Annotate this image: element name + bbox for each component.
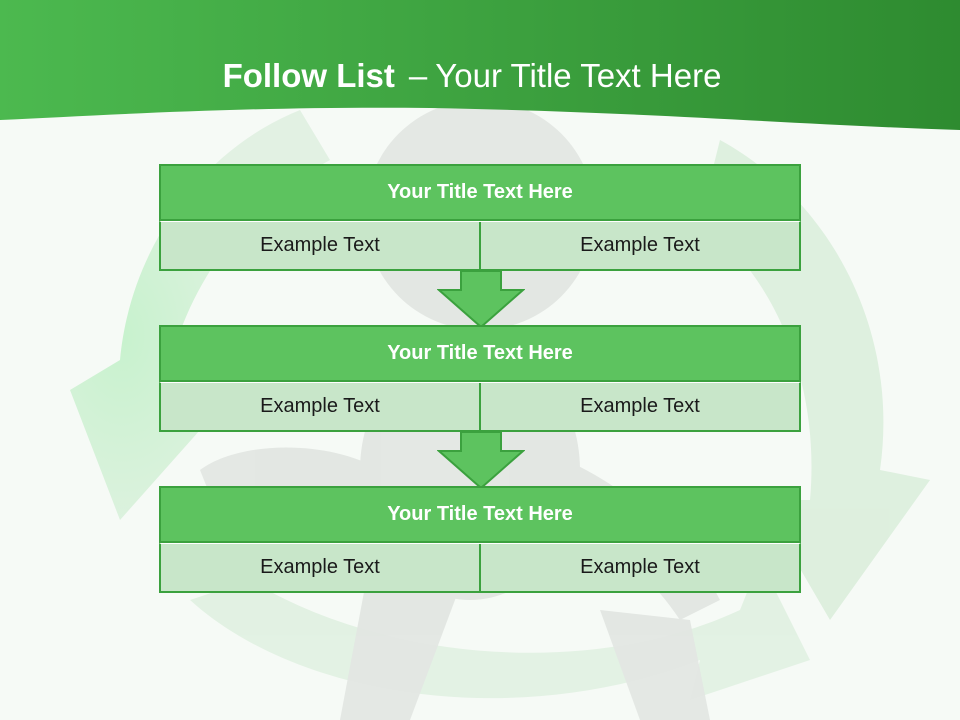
- list-block-1: Your Title Text Here Example Text Exampl…: [159, 164, 801, 271]
- block-cell-right: Example Text: [479, 222, 799, 269]
- block-title: Your Title Text Here: [159, 164, 801, 221]
- block-row: Example Text Example Text: [159, 543, 801, 593]
- block-title: Your Title Text Here: [159, 325, 801, 382]
- block-cell-left: Example Text: [260, 395, 380, 417]
- header-banner: [0, 0, 960, 130]
- slide-title: Follow List–Your Title Text Here: [0, 56, 944, 96]
- block-cell-left: Example Text: [260, 234, 380, 256]
- block-cell-right: Example Text: [479, 383, 799, 430]
- down-arrow-icon: [437, 431, 525, 489]
- block-cell-right: Example Text: [479, 544, 799, 591]
- down-arrow-icon: [437, 270, 525, 328]
- slide-title-rest: Your Title Text Here: [435, 57, 722, 94]
- block-row: Example Text Example Text: [159, 382, 801, 432]
- slide-title-dash: –: [408, 57, 428, 94]
- list-block-2: Your Title Text Here Example Text Exampl…: [159, 325, 801, 432]
- block-cell-left: Example Text: [260, 556, 380, 578]
- slide-title-bold: Follow List: [222, 57, 395, 94]
- list-block-3: Your Title Text Here Example Text Exampl…: [159, 486, 801, 593]
- block-title: Your Title Text Here: [159, 486, 801, 543]
- block-row: Example Text Example Text: [159, 221, 801, 271]
